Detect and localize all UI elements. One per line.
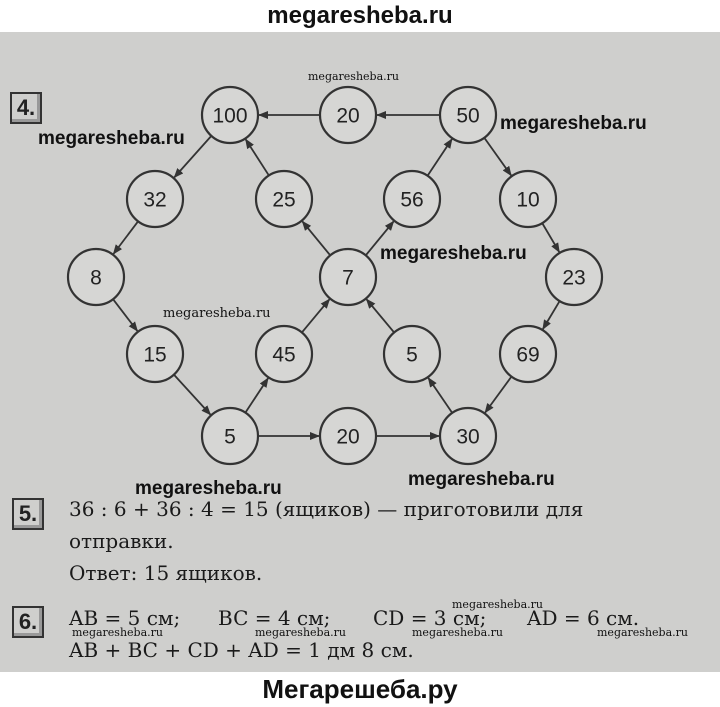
node-label: 25 (272, 189, 295, 212)
arrow (301, 220, 331, 256)
number-node: 23 (544, 247, 604, 307)
node-circle (318, 85, 378, 145)
task-6-bc: BC = 4 см; (218, 606, 331, 630)
node-circle (438, 406, 498, 466)
number-node: 5 (200, 406, 260, 466)
task-6-cd: CD = 3 см; (373, 606, 487, 630)
node-label: 32 (143, 189, 166, 212)
site-watermark-header: megaresheba.ru (0, 0, 720, 32)
node-label: 15 (143, 344, 166, 367)
watermark-large: megaresheba.ru (500, 113, 647, 134)
node-label: 20 (336, 426, 359, 449)
diagram-arrows (112, 111, 561, 440)
node-circle (318, 406, 378, 466)
watermark-small: megaresheba.ru (308, 70, 399, 83)
number-node: 5 (382, 324, 442, 384)
task-6-number: 6. (12, 606, 44, 638)
node-label: 10 (516, 189, 539, 212)
node-circle (125, 324, 185, 384)
node-circle (200, 85, 260, 145)
number-node: 32 (125, 169, 185, 229)
arrow (365, 298, 395, 334)
task-5-number: 5. (12, 498, 44, 530)
watermark-small: megaresheba.ru (163, 306, 271, 321)
node-label: 23 (562, 267, 585, 290)
arrow (484, 376, 513, 414)
arrow (427, 377, 453, 414)
task-5-expression-cont: отправки. (69, 529, 174, 553)
arrow (244, 138, 270, 176)
arrow (173, 135, 213, 179)
number-node: 69 (498, 324, 558, 384)
node-label: 20 (336, 105, 359, 128)
diagram-nodes: 100 20 50 32 25 56 10 8 7 23 15 45 5 69 5 20 30 (66, 85, 604, 466)
number-node: 20 (318, 406, 378, 466)
site-brand-footer: Мегарешеба.ру (0, 672, 720, 707)
number-node: 45 (254, 324, 314, 384)
arrow (483, 137, 512, 177)
node-circle (498, 169, 558, 229)
task-6-ab: AB = 5 см; (69, 606, 181, 630)
node-circle (254, 324, 314, 384)
watermark-small: megaresheba.ru (72, 626, 163, 639)
number-node: 100 (200, 85, 260, 145)
node-label: 5 (224, 426, 236, 449)
node-circle (66, 247, 126, 307)
node-circle (498, 324, 558, 384)
node-label: 100 (212, 105, 247, 128)
node-circle (200, 406, 260, 466)
arrow (542, 300, 561, 330)
arrow (365, 220, 395, 256)
number-node: 20 (318, 85, 378, 145)
node-label: 45 (272, 344, 295, 367)
number-node: 15 (125, 324, 185, 384)
arrow (173, 374, 212, 416)
node-label: 50 (456, 105, 479, 128)
watermark-large: megaresheba.ru (380, 243, 527, 264)
node-circle (125, 169, 185, 229)
arrow (112, 298, 139, 332)
number-node: 7 (318, 247, 378, 307)
arrow (244, 377, 269, 414)
watermark-small: megaresheba.ru (255, 626, 346, 639)
node-circle (382, 324, 442, 384)
watermark-small: megaresheba.ru (597, 626, 688, 639)
task-5-answer: Ответ: 15 ящиков. (69, 561, 263, 585)
number-node: 56 (382, 169, 442, 229)
task-5-expression: 36 : 6 + 36 : 4 = 15 (ящиков) — приготов… (69, 497, 584, 521)
arrow (112, 220, 139, 255)
number-node: 50 (438, 85, 498, 145)
task-6-ad: AD = 6 см. (527, 606, 640, 630)
arrow (426, 138, 453, 177)
node-circle (382, 169, 442, 229)
node-label: 30 (456, 426, 479, 449)
watermark-large: megaresheba.ru (408, 469, 555, 490)
number-node: 25 (254, 169, 314, 229)
number-node: 8 (66, 247, 126, 307)
node-label: 7 (342, 267, 354, 290)
node-label: 8 (90, 267, 102, 290)
task-6-sum: AB + BC + CD + AD = 1 дм 8 см. (69, 638, 414, 662)
watermark-small: megaresheba.ru (452, 598, 543, 611)
node-label: 56 (400, 189, 423, 212)
watermark-small: megaresheba.ru (412, 626, 503, 639)
arrow (541, 222, 561, 253)
node-label: 69 (516, 344, 539, 367)
arrow (301, 298, 331, 334)
node-circle (318, 247, 378, 307)
number-node: 10 (498, 169, 558, 229)
node-circle (254, 169, 314, 229)
node-circle (438, 85, 498, 145)
node-label: 5 (406, 344, 418, 367)
task-4-number: 4. (10, 92, 42, 124)
watermark-large: megaresheba.ru (38, 128, 185, 149)
watermark-large: megaresheba.ru (135, 478, 282, 499)
number-node: 30 (438, 406, 498, 466)
number-chain-diagram: 100 20 50 32 25 56 10 8 7 23 15 45 5 69 5 20 30 (66, 85, 604, 466)
node-circle (544, 247, 604, 307)
